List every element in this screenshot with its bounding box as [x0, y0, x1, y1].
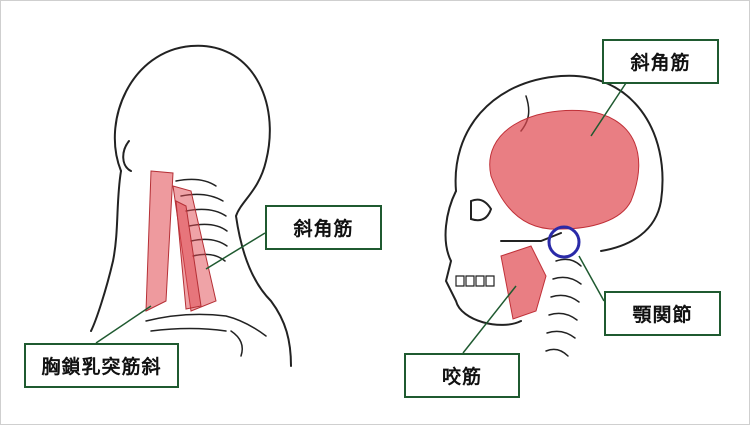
sternocleidomastoid-muscle — [145, 170, 174, 312]
leader-lines — [95, 82, 627, 354]
label-scalene: 斜角筋 — [265, 205, 382, 250]
tmj-highlight-circle — [547, 225, 581, 259]
label-masseter: 咬筋 — [404, 353, 520, 398]
label-temporalis: 斜角筋 — [602, 39, 719, 84]
temporalis-muscle — [489, 109, 640, 230]
skull-illustration — [444, 74, 664, 357]
label-sternocleidomastoid: 胸鎖乳突筋斜 — [24, 343, 179, 388]
masseter-muscle — [500, 245, 547, 320]
scalene-muscle — [172, 185, 217, 312]
label-tmj: 顎関節 — [604, 291, 721, 336]
